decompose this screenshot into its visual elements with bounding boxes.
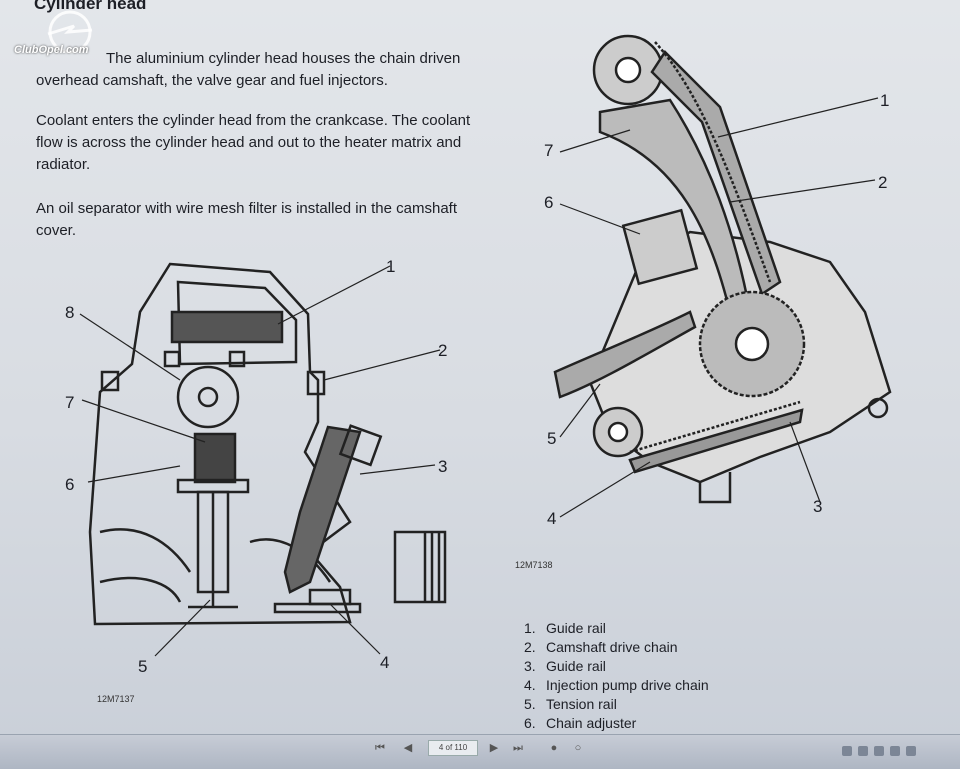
opel-logo-icon (47, 10, 93, 54)
left-callout-1: 1 (386, 257, 395, 276)
tray-icon[interactable] (858, 746, 868, 756)
tray-icon[interactable] (906, 746, 916, 756)
legend-item: 2.Camshaft drive chain (524, 639, 678, 655)
watermark-text: ClubOpel.com (14, 44, 89, 56)
forward-icon[interactable]: ○ (574, 742, 582, 754)
right-callout-6: 6 (544, 193, 553, 212)
right-callout-4: 4 (547, 509, 556, 528)
page-indicator[interactable]: 4 of 110 (428, 740, 478, 756)
timing-chain-diagram: 1 2 3 4 5 6 7 (530, 12, 950, 542)
paragraph-1: The aluminium cylinder head houses the c… (36, 50, 461, 89)
first-page-icon[interactable]: ⏮ (375, 742, 385, 754)
legend-item: 6.Chain adjuster (524, 715, 637, 731)
back-icon[interactable]: ● (550, 742, 558, 754)
right-callout-2: 2 (878, 173, 887, 192)
left-callout-8: 8 (65, 303, 74, 322)
parts-legend: 1.Guide rail 2.Camshaft drive chain 3.Gu… (524, 619, 709, 733)
last-page-icon[interactable]: ⏭ (513, 742, 523, 754)
legend-item: 3.Guide rail (524, 658, 606, 674)
left-callout-2: 2 (438, 341, 447, 360)
legend-item: 4.Injection pump drive chain (524, 677, 709, 693)
paragraph-3: An oil separator with wire mesh filter i… (36, 200, 458, 239)
document-page: ClubOpel.com Cylinder head The aluminium… (14, 0, 950, 733)
right-callout-3: 3 (813, 497, 822, 516)
legend-item: 1.Guide rail (524, 620, 606, 636)
tray-icon[interactable] (890, 746, 900, 756)
left-figure-id: 12M7137 (97, 694, 135, 704)
next-page-icon[interactable]: ▶ (489, 742, 499, 754)
cylinder-head-diagram: 1 2 3 4 5 6 7 8 (60, 252, 480, 672)
right-figure-id: 12M7138 (515, 560, 553, 570)
left-callout-4: 4 (380, 653, 389, 672)
left-callout-6: 6 (65, 475, 74, 494)
left-callout-5: 5 (138, 657, 147, 672)
left-callout-7: 7 (65, 393, 74, 412)
tray-icon[interactable] (874, 746, 884, 756)
right-callout-5: 5 (547, 429, 556, 448)
legend-item: 5.Tension rail (524, 696, 617, 712)
page-title: Cylinder head (34, 0, 147, 13)
left-callout-3: 3 (438, 457, 447, 476)
paragraph-2: Coolant enters the cylinder head from th… (36, 112, 471, 173)
viewer-toolbar: ⏮ ◀ 4 of 110 ▶ ⏭ ● ○ (0, 734, 960, 769)
prev-page-icon[interactable]: ◀ (403, 742, 413, 754)
system-tray (842, 743, 952, 757)
tray-icon[interactable] (842, 746, 852, 756)
right-callout-1: 1 (880, 91, 889, 110)
right-callout-7: 7 (544, 141, 553, 160)
